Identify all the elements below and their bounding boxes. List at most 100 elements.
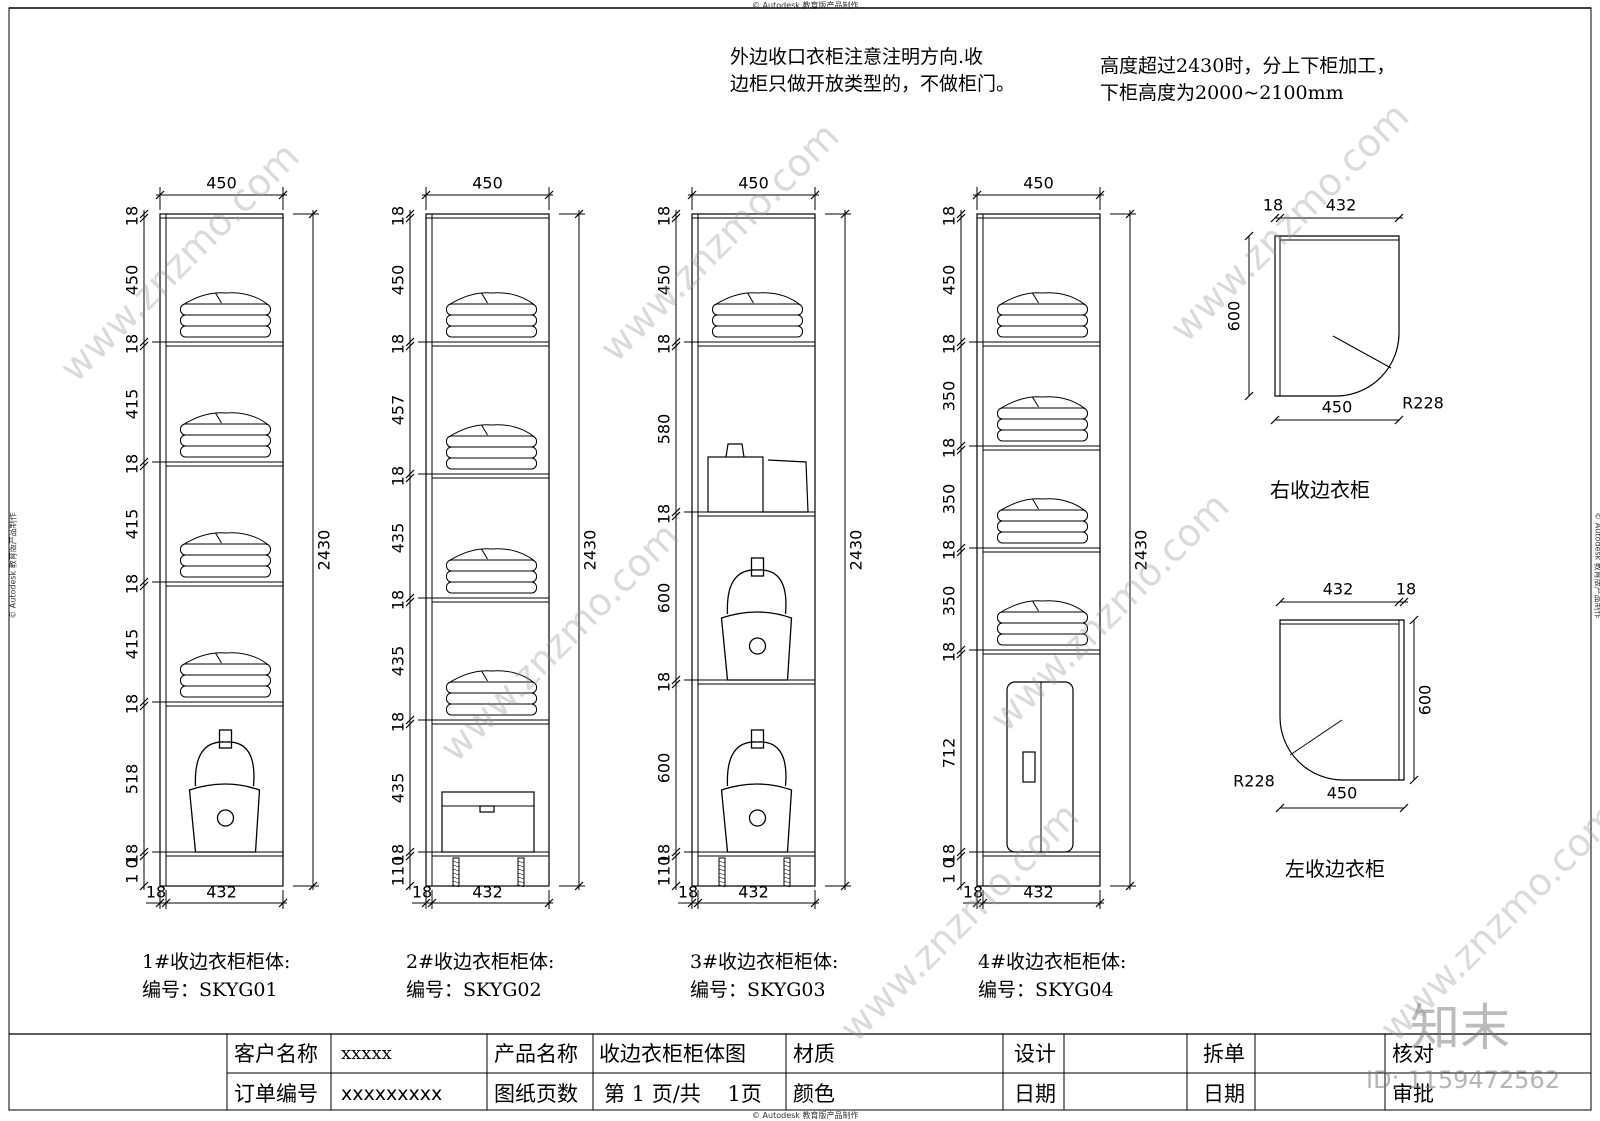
dim-height: 2430 (1132, 530, 1151, 571)
plan-side-dim: 18 (1263, 196, 1283, 215)
check-label: 核对 (1392, 1042, 1434, 1066)
dim-left-segment: 18 (389, 712, 408, 732)
folded-clothes-icon (997, 292, 1088, 338)
dimension-tick (308, 881, 318, 891)
dimension-tick (278, 190, 288, 200)
dim-left-segment: 110 (389, 856, 408, 887)
folded-clothes-icon (180, 292, 271, 338)
dimension-tick (1394, 213, 1404, 223)
dim-bottom-side: 18 (146, 883, 166, 902)
dim-left-segment: 457 (389, 395, 408, 426)
dimension-tick (421, 190, 431, 200)
cabinet-1-name: 1#收边衣柜柜体: (142, 951, 291, 973)
dim-left-segment: 1 0 (940, 858, 959, 883)
dimension-tick (139, 341, 149, 351)
dim-left-segment: 18 (655, 672, 674, 692)
folded-clothes-icon (180, 532, 271, 578)
folded-clothes-icon (446, 292, 537, 338)
dim-bottom-side: 18 (963, 883, 983, 902)
material-label: 材质 (793, 1042, 835, 1066)
dim-left-segment: 18 (940, 844, 959, 864)
dimension-tick (405, 469, 415, 479)
note-open-type-line2: 边柜只做开放类型的，不做柜门。 (730, 73, 1016, 95)
side-mark-right: © Autodesk 教育版产品制作 (1593, 512, 1600, 619)
dim-bottom-inner: 432 (206, 883, 237, 902)
dimension-tick (1394, 597, 1404, 607)
dimension-tick (139, 851, 149, 861)
dim-left-segment: 415 (123, 389, 142, 420)
design-label: 设计 (1014, 1042, 1056, 1066)
cabinet-3-code: 编号：SKYG03 (690, 979, 826, 1001)
dim-left-segment: 18 (940, 438, 959, 458)
plan-depth-dim: 432 (1323, 580, 1354, 599)
dimension-tick (693, 898, 703, 908)
dimension-tick (671, 881, 681, 891)
folded-clothes-icon (997, 498, 1088, 544)
dim-left-segment: 18 (940, 334, 959, 354)
dimension-tick (544, 898, 554, 908)
dimension-tick (1270, 213, 1280, 223)
folded-clothes-icon (180, 412, 271, 458)
dimension-tick (139, 577, 149, 587)
dim-bottom-inner: 432 (1023, 883, 1054, 902)
dim-bottom-inner: 432 (738, 883, 769, 902)
dim-top-width: 450 (206, 174, 237, 193)
dim-left-segment: 350 (940, 484, 959, 515)
dimension-tick (574, 209, 584, 219)
dim-left-segment: 18 (940, 642, 959, 662)
customer-value: xxxxx (341, 1043, 392, 1064)
folded-clothes-icon (446, 424, 537, 470)
dimension-tick (405, 881, 415, 891)
dimension-tick (278, 898, 288, 908)
note-height-split-line2: 下柜高度为2000~2100mm (1100, 82, 1344, 104)
dim-left-segment: 712 (940, 738, 959, 769)
dimension-tick (1275, 597, 1285, 607)
dimension-tick (308, 209, 318, 219)
cabinet-frame (691, 213, 816, 887)
header-mark: © Autodesk 教育版产品制作 (752, 1, 859, 10)
dim-left-segment: 435 (389, 773, 408, 804)
dimension-tick (687, 190, 697, 200)
dimension-tick (405, 209, 415, 219)
plan-width-dim: 450 (1327, 784, 1358, 803)
dim-left-segment: 18 (940, 206, 959, 226)
dim-left-segment: 18 (655, 504, 674, 524)
dim-top-width: 450 (1023, 174, 1054, 193)
dim-left-segment: 450 (655, 265, 674, 296)
cabinet-frame (159, 213, 284, 887)
note-open-type-line1: 外边收口衣柜注意注明方向.收 (730, 46, 984, 68)
cabinet-4-code: 编号：SKYG04 (978, 979, 1114, 1001)
radius-leader (1289, 719, 1343, 756)
dim-height: 2430 (581, 530, 600, 571)
dim-left-segment: 18 (389, 844, 408, 864)
pages-value: 第 1 页/共 1页 (604, 1082, 762, 1106)
cabinet-leg (517, 857, 525, 888)
dim-left-segment: 110 (655, 856, 674, 887)
dimension-tick (671, 675, 681, 685)
date2-label: 日期 (1203, 1082, 1245, 1106)
folded-clothes-icon (997, 396, 1088, 442)
dimension-tick (671, 213, 681, 223)
order-label: 订单编号 (234, 1082, 318, 1106)
dimension-tick (139, 209, 149, 219)
dim-left-segment: 435 (389, 523, 408, 554)
dim-bottom-side: 18 (678, 883, 698, 902)
dimension-tick (1409, 615, 1419, 625)
cabinet-frame (976, 213, 1101, 887)
pages-label: 图纸页数 (494, 1082, 578, 1106)
approve-label: 审批 (1392, 1082, 1434, 1106)
product-label: 产品名称 (494, 1042, 578, 1066)
dim-left-segment: 18 (123, 694, 142, 714)
dim-left-segment: 450 (123, 265, 142, 296)
plan-side-dim: 18 (1396, 580, 1416, 599)
dimension-tick (405, 213, 415, 223)
dim-height: 2430 (315, 530, 334, 571)
cabinet-1-caption: 1#收边衣柜柜体: 编号：SKYG01 (142, 948, 290, 1004)
cabinet-2-caption: 2#收边衣柜柜体: 编号：SKYG02 (406, 948, 554, 1004)
dim-left-segment: 1 0 (123, 858, 142, 883)
cabinet-leg (452, 857, 460, 888)
